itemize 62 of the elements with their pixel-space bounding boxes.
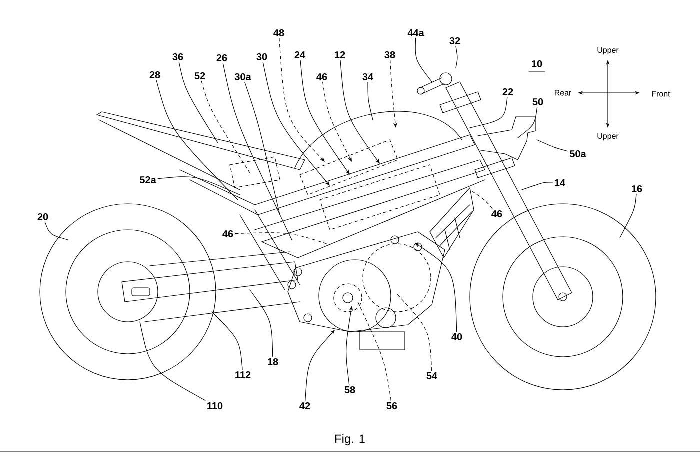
leader-line bbox=[158, 176, 240, 196]
leader-line bbox=[156, 80, 238, 200]
callout-number: 52a bbox=[140, 176, 156, 184]
leader-line bbox=[620, 194, 637, 238]
callout-number: 46 bbox=[492, 210, 502, 218]
leader-line bbox=[415, 243, 458, 332]
leader-line bbox=[368, 82, 374, 120]
leader-line bbox=[415, 38, 432, 82]
callout-number: 20 bbox=[38, 213, 48, 221]
leader-line bbox=[522, 182, 553, 190]
callout-number: 112 bbox=[236, 372, 251, 378]
leader-line bbox=[235, 232, 330, 246]
leader-line bbox=[305, 330, 335, 402]
callout-number: 12 bbox=[335, 52, 346, 58]
callout-number: 38 bbox=[384, 51, 396, 59]
leader-line bbox=[396, 294, 432, 372]
callout-number: 42 bbox=[300, 402, 310, 410]
callout-number: 48 bbox=[274, 29, 284, 37]
callout-number: 52 bbox=[194, 72, 206, 80]
callout-number: 30a bbox=[234, 73, 252, 81]
callout-number: 22 bbox=[502, 88, 514, 96]
callout-number: 28 bbox=[150, 71, 160, 79]
callout-number: 44a bbox=[408, 30, 424, 36]
leader-line bbox=[356, 300, 392, 401]
leader-line bbox=[470, 96, 508, 128]
leader-line bbox=[140, 322, 206, 401]
leader-line bbox=[250, 290, 274, 357]
part-number: 10 bbox=[528, 60, 546, 72]
callout-number: 50 bbox=[532, 98, 544, 106]
callout-number: 34 bbox=[362, 73, 374, 81]
callout-number: 30 bbox=[256, 53, 268, 61]
callout-number: 110 bbox=[208, 402, 223, 410]
callout-number: 32 bbox=[450, 37, 460, 45]
callout-number: 54 bbox=[426, 372, 438, 380]
leader-line bbox=[262, 62, 330, 186]
callout-number: 36 bbox=[172, 53, 184, 61]
leader-line bbox=[44, 222, 68, 240]
callout-number: 56 bbox=[386, 402, 398, 410]
leader-line bbox=[300, 60, 350, 175]
callout-number: 26 bbox=[216, 54, 228, 62]
leader-line bbox=[470, 190, 493, 209]
leader-line bbox=[322, 82, 352, 162]
callout-number: 46 bbox=[316, 73, 328, 81]
callout-number: 40 bbox=[452, 333, 462, 341]
callout-number: 50a bbox=[570, 150, 586, 158]
leader-line bbox=[279, 38, 325, 162]
figure-caption: Fig. 1 bbox=[335, 434, 365, 446]
callout-number: 14 bbox=[555, 180, 566, 186]
leader-line bbox=[536, 140, 568, 152]
leader-line bbox=[178, 62, 218, 144]
leader-line bbox=[518, 107, 538, 138]
leader-line bbox=[244, 82, 280, 216]
leader-line bbox=[222, 63, 292, 240]
leader-line bbox=[201, 81, 250, 174]
leader-line bbox=[212, 312, 243, 370]
callout-number: 46 bbox=[222, 230, 234, 238]
callout-number: 16 bbox=[632, 185, 642, 193]
callout-number: 24 bbox=[294, 52, 306, 58]
callout-number: 18 bbox=[268, 358, 278, 366]
leader-line bbox=[340, 60, 380, 164]
leader-line bbox=[456, 46, 458, 68]
callout-number: 58 bbox=[344, 386, 356, 394]
